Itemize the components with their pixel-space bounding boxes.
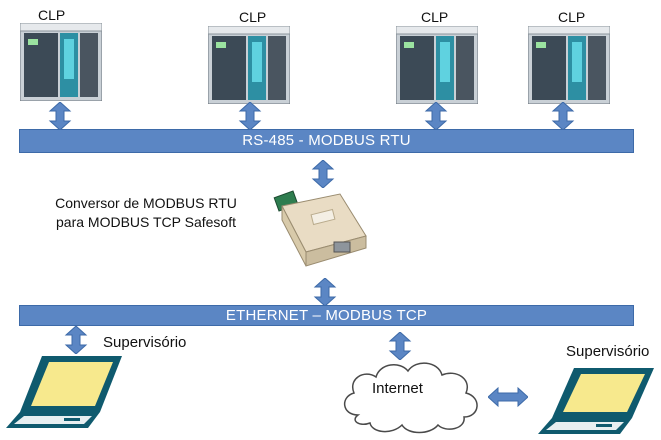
converter-description: Conversor de MODBUS RTU para MODBUS TCP …: [33, 194, 259, 232]
plc-unit-2: [208, 26, 290, 104]
ethernet-bus: ETHERNET – MODBUS TCP: [19, 305, 634, 326]
plc-label-3: CLP: [421, 9, 449, 25]
double-arrow-icon: [64, 326, 88, 354]
converter-line-1: Conversor de MODBUS RTU: [55, 195, 237, 211]
internet-label: Internet: [372, 380, 423, 397]
double-arrow-icon: [48, 102, 72, 130]
double-arrow-icon: [238, 102, 262, 130]
plc-unit-4: [528, 26, 610, 104]
plc-label-1: CLP: [38, 7, 66, 23]
plc-label-4: CLP: [558, 9, 586, 25]
double-arrow-icon: [551, 102, 575, 130]
plc-unit-1: [20, 23, 102, 101]
double-arrow-horizontal-icon: [488, 386, 528, 408]
double-arrow-icon: [311, 160, 335, 188]
laptop-icon: [6, 356, 122, 428]
plc-label-2: CLP: [239, 9, 267, 25]
plc-unit-3: [396, 26, 478, 104]
cloud-icon: [344, 362, 478, 434]
converter-line-2: para MODBUS TCP Safesoft: [56, 214, 236, 230]
double-arrow-icon: [424, 102, 448, 130]
rs485-bus: RS-485 - MODBUS RTU: [19, 129, 634, 153]
laptop-icon: [538, 368, 654, 434]
double-arrow-icon: [388, 332, 412, 360]
converter-device: [273, 190, 367, 267]
double-arrow-icon: [313, 278, 337, 306]
supervisory-label-right: Supervisório: [566, 343, 650, 360]
supervisory-label-left: Supervisório: [103, 334, 187, 351]
